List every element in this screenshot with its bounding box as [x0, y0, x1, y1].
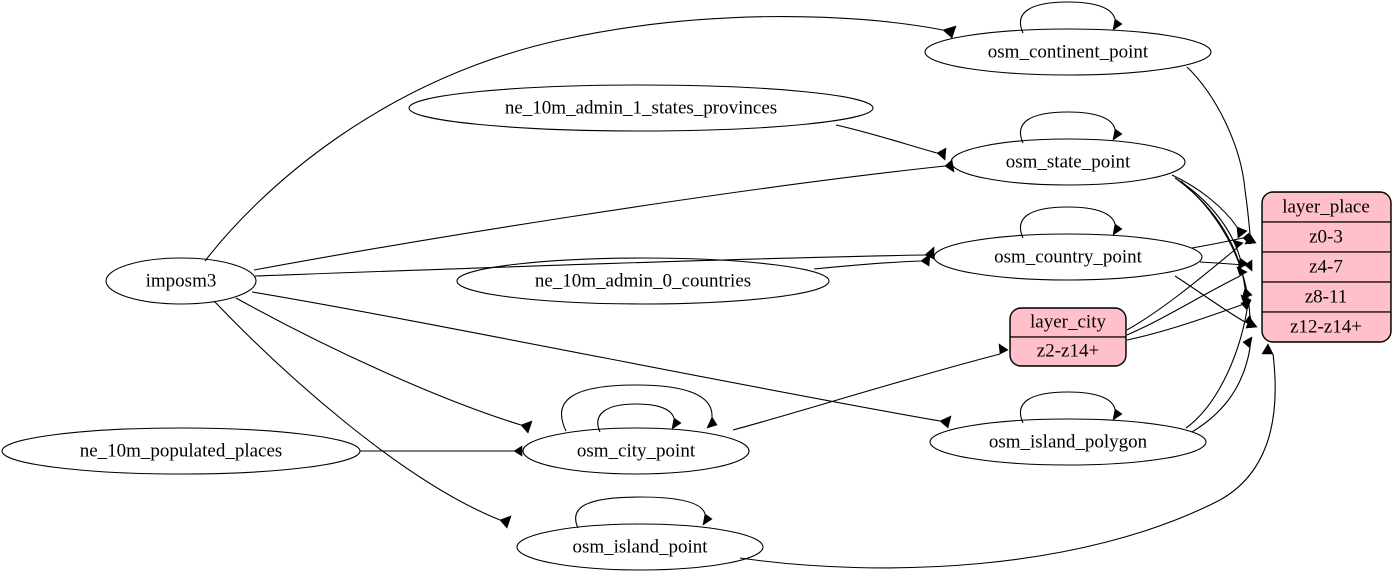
- node-osm-country-point[interactable]: osm_country_point: [933, 233, 1203, 281]
- self-loop-osm-island-polygon: [1020, 391, 1123, 424]
- table-layer-city-outline: [1009, 307, 1127, 367]
- table-layer-city-header-label: layer_city: [1030, 311, 1106, 332]
- edge-layer: [204, 1, 1276, 569]
- table-layer-city-row-z2-z14-label: z2-z14+: [1037, 340, 1099, 361]
- edge-layer-city-to-layer-place-z8-11: [1126, 294, 1252, 341]
- node-osm-island-polygon[interactable]: osm_island_polygon: [929, 418, 1207, 466]
- table-layer-place-row-z8-11-cell[interactable]: [1262, 281, 1391, 313]
- table-layer-place-row-z8-11-label: z8-11: [1305, 286, 1348, 307]
- node-osm-island-polygon-label: osm_island_polygon: [989, 431, 1148, 452]
- node-ne-states-label: ne_10m_admin_1_states_provinces: [505, 97, 777, 118]
- table-layer-place-row-z12-z14-label: z12-z14+: [1290, 316, 1362, 337]
- node-ne-10m-admin-1-states-provinces[interactable]: ne_10m_admin_1_states_provinces: [408, 84, 874, 132]
- table-layer-place-row-z0-3-cell[interactable]: [1262, 221, 1391, 253]
- edge-osm-country-point-to-layer-place-z4-7: [1199, 259, 1253, 272]
- table-layer-place-row-z0-3-label: z0-3: [1309, 226, 1343, 247]
- edge-osm-continent-point-to-layer-place-z0-3: [1186, 66, 1257, 245]
- node-osm-country-point-label: osm_country_point: [994, 246, 1142, 267]
- node-osm-continent-point[interactable]: osm_continent_point: [924, 28, 1212, 76]
- self-loop-osm-continent-point: [1020, 1, 1123, 34]
- edge-imposm3-to-osm-island-polygon: [251, 291, 952, 429]
- self-loop-osm-country-point: [1020, 206, 1123, 239]
- edge-osm-city-point-to-layer-city: [732, 343, 1009, 431]
- node-ne-countries-label: ne_10m_admin_0_countries: [535, 270, 751, 291]
- edge-osm-island-polygon-to-layer-place-z12-z14: [1191, 336, 1253, 433]
- table-layer-city-row-z2-z14-cell[interactable]: [1010, 336, 1126, 366]
- edge-osm-state-point-to-layer-place-z0-3: [1171, 174, 1248, 239]
- node-ne-10m-populated-places[interactable]: ne_10m_populated_places: [1, 427, 361, 475]
- table-layer-place-row-z12-z14-cell[interactable]: [1262, 311, 1391, 342]
- node-osm-city-point-label: osm_city_point: [577, 440, 696, 461]
- node-osm-island-point[interactable]: osm_island_point: [516, 523, 764, 571]
- edge-ne-countries-to-osm-country-point: [813, 253, 931, 270]
- table-layer-city[interactable]: layer_city z2-z14+: [1009, 307, 1127, 367]
- edge-osm-country-point-to-layer-place-z12-z14: [1174, 275, 1254, 327]
- node-layer: imposm3 ne_10m_admin_1_states_provinces …: [1, 28, 1212, 571]
- edge-ne-populated-to-osm-city-point: [360, 445, 523, 457]
- node-osm-state-point-label: osm_state_point: [1006, 151, 1131, 172]
- table-layer: layer_place z0-3 z4-7 z8-11 z12-z14+ lay…: [1009, 191, 1392, 367]
- edge-imposm3-to-osm-state-point: [253, 159, 955, 271]
- table-layer-place[interactable]: layer_place z0-3 z4-7 z8-11 z12-z14+: [1261, 191, 1392, 343]
- edge-imposm3-to-osm-city-point: [235, 297, 533, 434]
- self-loop-outer-osm-city-point: [561, 384, 718, 432]
- node-imposm3-label: imposm3: [146, 270, 217, 291]
- node-ne-10m-admin-0-countries[interactable]: ne_10m_admin_0_countries: [456, 257, 830, 305]
- node-imposm3[interactable]: imposm3: [105, 257, 257, 305]
- edge-layer-city-to-layer-place-z4-7: [1126, 266, 1248, 336]
- node-osm-island-point-label: osm_island_point: [572, 536, 708, 557]
- node-ne-populated-label: ne_10m_populated_places: [80, 440, 283, 461]
- edge-osm-country-point-to-layer-place-z0-3: [1191, 232, 1251, 249]
- node-osm-city-point[interactable]: osm_city_point: [522, 427, 750, 475]
- table-layer-place-row-z4-7-cell[interactable]: [1262, 251, 1391, 283]
- self-loop-osm-island-point: [575, 496, 713, 529]
- edge-layer-city-to-layer-place-z0-3: [1126, 239, 1244, 331]
- table-layer-place-outline: [1261, 191, 1392, 343]
- self-loop-inner-osm-city-point: [597, 403, 682, 433]
- table-layer-place-row-z4-7-label: z4-7: [1309, 256, 1343, 277]
- edge-osm-state-point-to-layer-place-z8-11: [1177, 179, 1253, 300]
- edge-imposm3-to-osm-continent-point: [204, 15, 957, 262]
- node-osm-state-point[interactable]: osm_state_point: [950, 138, 1186, 186]
- node-osm-continent-point-label: osm_continent_point: [988, 41, 1149, 62]
- edge-imposm3-to-osm-island-point: [213, 300, 512, 529]
- edge-ne-states-to-osm-state-point: [835, 124, 947, 161]
- self-loop-osm-state-point: [1020, 111, 1123, 144]
- table-layer-place-header-label: layer_place: [1282, 196, 1370, 217]
- edge-osm-island-point-to-layer-place-z12-z14: [739, 343, 1276, 569]
